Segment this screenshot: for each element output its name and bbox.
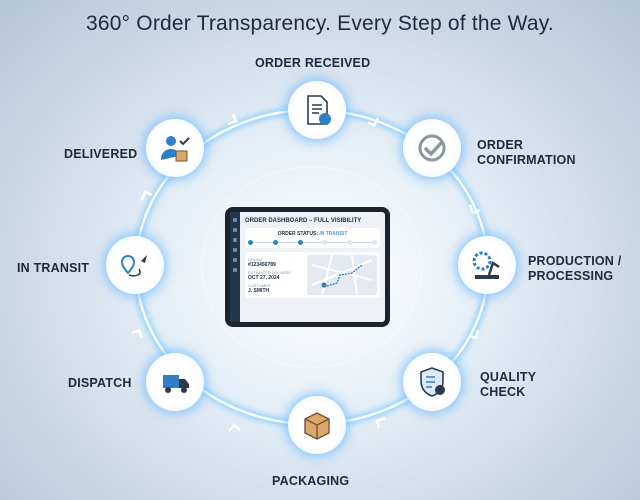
node-delivered	[146, 119, 204, 177]
step-label: PACKAGING	[272, 474, 350, 488]
step-label: IN TRANSIT	[17, 261, 90, 275]
order-value: #123456789	[248, 262, 276, 268]
delivery-value: OCT 27, 2024	[248, 275, 280, 281]
status-label: ORDER STATUS:	[277, 231, 318, 237]
node-packaging	[288, 396, 346, 454]
page-title: 360° Order Transparency. Every Step of t…	[86, 12, 554, 35]
flow-arrows	[131, 113, 481, 432]
shield-checklist-icon	[420, 367, 445, 397]
node-in-transit	[106, 236, 164, 294]
progress-tracker	[248, 240, 377, 245]
truck-icon	[163, 375, 189, 393]
gear-robot-arm-icon	[472, 251, 500, 279]
step-label: QUALITY CHECK	[480, 370, 537, 399]
step-label: DISPATCH	[68, 376, 132, 390]
box-icon	[304, 412, 330, 440]
node-quality-check	[403, 353, 461, 411]
dashboard-tablet: ORDER DASHBOARD – FULL VISIBILITY ORDER …	[225, 207, 390, 327]
step-label: ORDER RECEIVED	[255, 56, 371, 70]
map-pins-route-icon	[120, 255, 147, 277]
step-label: PRODUCTION / PROCESSING	[528, 254, 622, 283]
step-label: DELIVERED	[64, 147, 138, 161]
customer-value: J. SMITH	[248, 288, 270, 294]
document-cart-icon	[307, 95, 331, 125]
node-production	[458, 236, 516, 294]
step-label: ORDER CONFIRMATION	[477, 138, 576, 167]
check-circle-icon	[418, 134, 446, 162]
route-map	[307, 255, 377, 295]
status-value: IN TRANSIT	[319, 231, 348, 237]
dashboard-sidebar	[230, 212, 240, 322]
dashboard-title: ORDER DASHBOARD – FULL VISIBILITY	[245, 218, 362, 224]
delivery-label: ESTIMATED DELIVERY	[248, 270, 292, 275]
node-order-received	[288, 81, 346, 139]
order-label: ORDER	[248, 257, 263, 262]
person-box-check-icon	[161, 136, 190, 162]
order-card: ORDER #123456789 ESTIMATED DELIVERY OCT …	[245, 252, 380, 298]
status-card: ORDER STATUS: IN TRANSIT	[245, 228, 380, 248]
node-dispatch	[146, 353, 204, 411]
node-order-confirmation	[403, 119, 461, 177]
customer-label: CUSTOMER	[248, 283, 271, 288]
location-pin-icon	[321, 282, 327, 288]
